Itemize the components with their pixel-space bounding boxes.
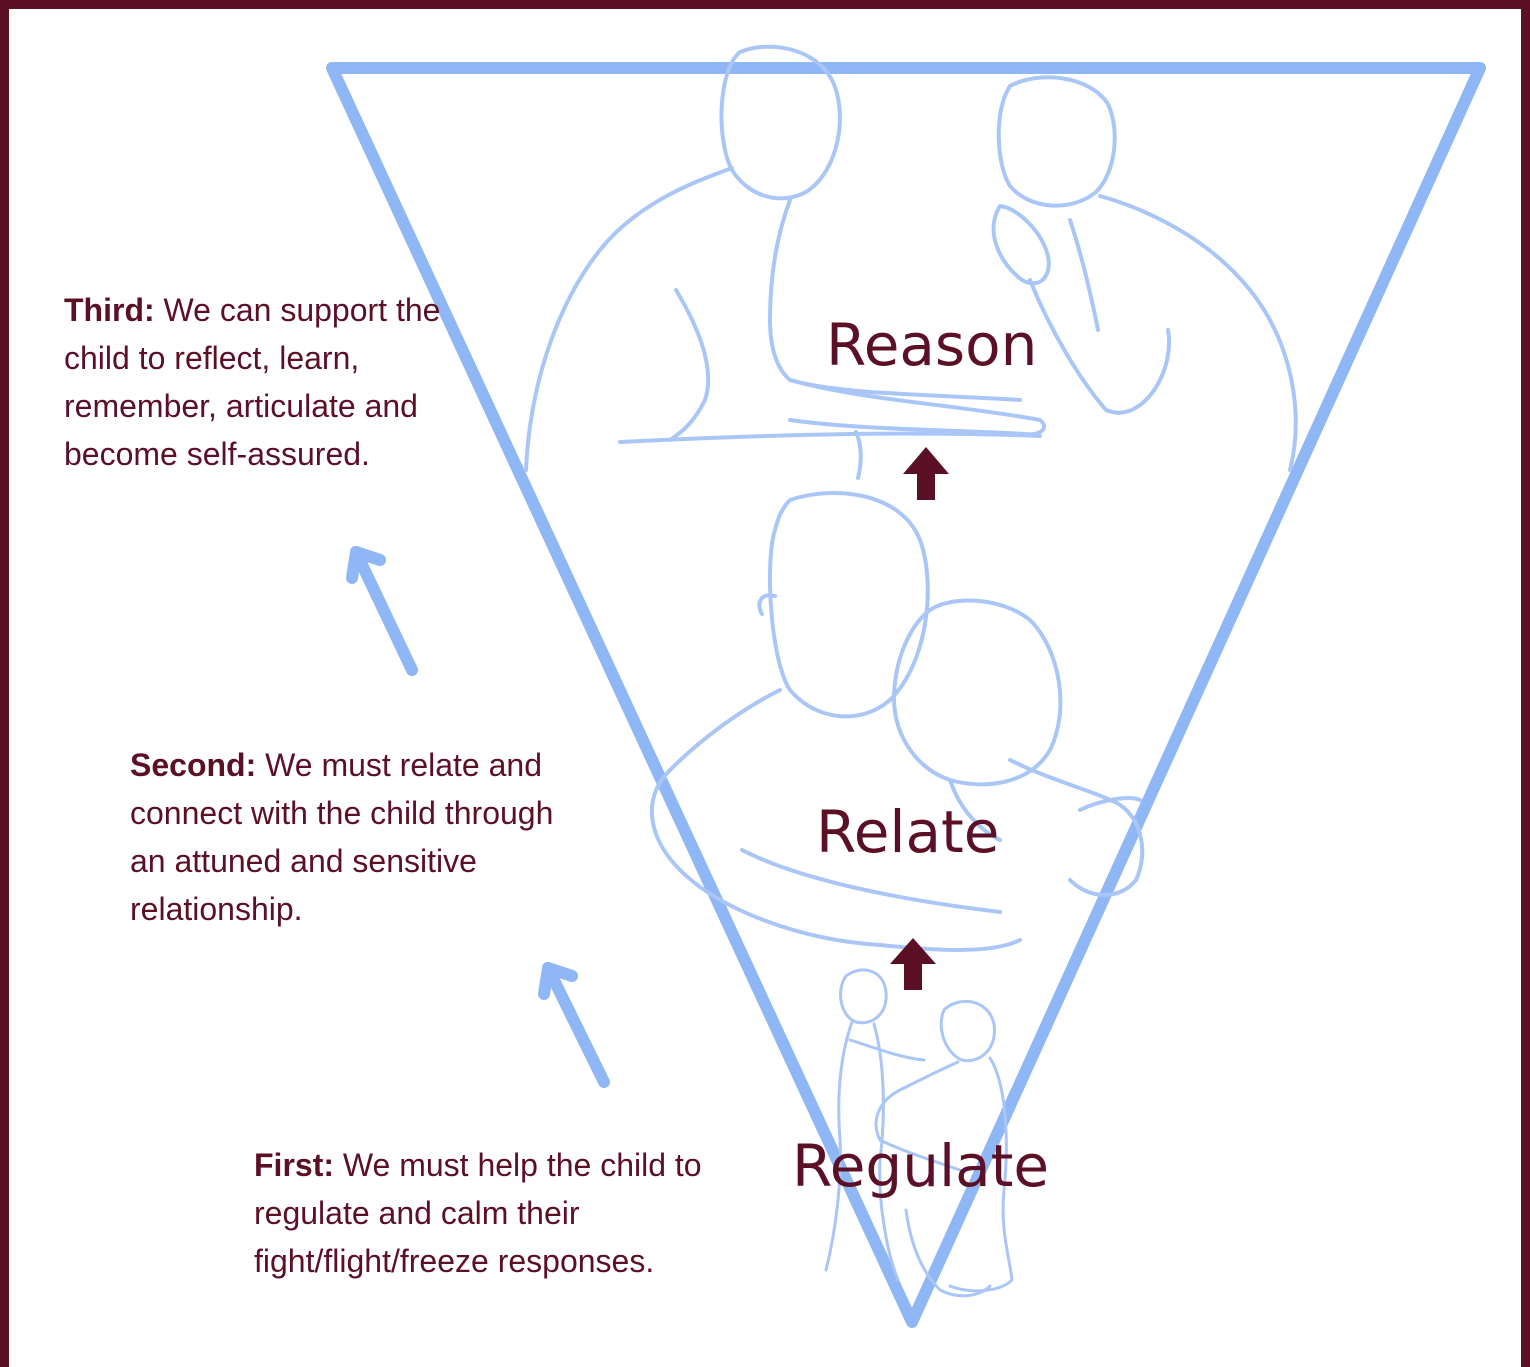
note-second-body: We must relate and connect with the chil… <box>130 747 554 927</box>
kneeling-adult-head-outline <box>939 1000 996 1063</box>
stage-label-relate: Relate <box>816 798 1000 866</box>
stage-arrow-relate-to-reason <box>903 447 949 500</box>
stage-arrow-regulate-to-relate <box>890 938 936 990</box>
adult-body-outline <box>524 166 734 472</box>
standing-child-head-outline <box>839 968 888 1025</box>
kneeling-adult-body-outline <box>874 1060 960 1142</box>
stage-label-regulate: Regulate <box>792 1132 1050 1200</box>
adult-arm-outline <box>788 378 1046 437</box>
hugging-child-head-outline <box>892 598 1063 787</box>
stage-label-reason: Reason <box>826 311 1038 379</box>
side-arrow-first-to-second <box>538 962 610 1088</box>
note-second-heading: Second: <box>130 747 257 783</box>
note-third-body: We can support the child to reflect, lea… <box>64 292 441 472</box>
inverted-triangle <box>326 62 1486 1328</box>
child-body-outline <box>1098 194 1298 472</box>
child-hand-outline <box>991 204 1051 286</box>
note-first: First: We must help the child to regulat… <box>254 1141 724 1285</box>
stage-arrows <box>890 447 949 990</box>
note-first-body: We must help the child to regulate and c… <box>254 1147 702 1279</box>
hugging-child-arm-outline <box>1008 758 1145 897</box>
note-third: Third: We can support the child to refle… <box>64 286 484 478</box>
side-arrows <box>346 546 610 1088</box>
side-arrow-second-to-third <box>346 546 418 676</box>
regulate-figures-illustration <box>824 968 1014 1298</box>
note-second: Second: We must relate and connect with … <box>130 741 570 933</box>
relate-figures-illustration <box>649 491 1145 952</box>
note-third-heading: Third: <box>64 292 155 328</box>
table-outline <box>618 431 1042 444</box>
standing-child-body-outline <box>824 1020 854 1272</box>
child-head-outline <box>996 75 1117 208</box>
reason-figures-illustration <box>524 44 1298 480</box>
adult-head-outline <box>719 44 842 201</box>
note-first-heading: First: <box>254 1147 334 1183</box>
hugging-adult-head-outline <box>768 491 930 719</box>
hugging-adult-body-outline <box>649 688 882 947</box>
